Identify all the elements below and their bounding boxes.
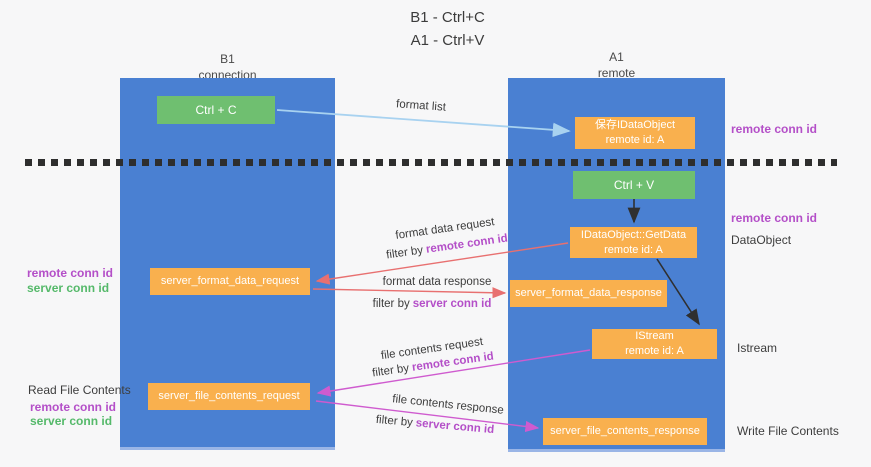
lane-right-header: A1 remote <box>508 49 725 81</box>
node-save-idataobject: 保存IDataObject remote id: A <box>575 117 695 149</box>
node-ctrl-v: Ctrl + V <box>573 171 695 199</box>
node-server-file-contents-response: server_file_contents_response <box>543 418 707 445</box>
node-idataobject-getdata-line2: remote id: A <box>604 243 663 256</box>
node-save-idataobject-line2: remote id: A <box>605 134 665 146</box>
annotation-server-conn-id-mid-left: server conn id <box>27 281 110 295</box>
annotation-dataobject: DataObject <box>731 233 792 247</box>
title-line-2: A1 - Ctrl+V <box>410 31 485 49</box>
title-line-1: B1 - Ctrl+C <box>410 9 485 26</box>
annotation-istream: Istream <box>737 341 778 355</box>
label-format-list: format list <box>395 98 447 114</box>
node-ctrl-v-label: Ctrl + V <box>613 178 655 192</box>
label-format-data-response: format data response <box>382 276 492 288</box>
annotation-read-file-contents: Read File Contents <box>28 383 131 397</box>
annotation-remote-conn-id-mid-left: remote conn id <box>27 266 114 280</box>
annotation-remote-conn-id-mid-right: remote conn id <box>731 211 818 225</box>
node-istream-line1: IStream <box>635 330 674 343</box>
node-server-file-contents-request-label: server_file_contents_request <box>158 390 300 403</box>
node-server-format-data-response-label: server_format_data_response <box>515 287 662 300</box>
label-file-contents-response: file contents response <box>391 393 505 417</box>
server-conn-id-highlight: server conn id <box>412 298 492 310</box>
filter-by-text: filter by <box>385 244 424 262</box>
annotation-write-file-contents: Write File Contents <box>737 424 839 438</box>
arrow-format-data-response <box>312 287 507 299</box>
node-server-format-data-response: server_format_data_response <box>510 280 667 307</box>
separator-dashed-line <box>25 159 837 166</box>
node-ctrl-c: Ctrl + C <box>157 96 275 124</box>
lane-left-header-line1: B1 <box>220 52 235 66</box>
node-istream-line2: remote id: A <box>625 345 684 357</box>
node-istream: IStream remote id: A <box>592 329 717 359</box>
node-idataobject-getdata-line1: IDataObject::GetData <box>580 228 687 241</box>
node-server-format-data-request-label: server_format_data_request <box>160 275 300 288</box>
filter-by-text: filter by <box>375 413 414 430</box>
node-server-file-contents-request: server_file_contents_request <box>148 383 310 410</box>
diagram-title: B1 - Ctrl+C A1 - Ctrl+V <box>330 7 565 52</box>
node-save-idataobject-line1: 保存IDataObject <box>594 119 676 132</box>
node-idataobject-getdata: IDataObject::GetData remote id: A <box>570 227 697 258</box>
annotation-server-conn-id-bottom-left: server conn id <box>30 414 113 428</box>
node-server-file-contents-response-label: server_file_contents_response <box>550 425 700 438</box>
annotation-remote-conn-id-bottom-left: remote conn id <box>30 400 117 414</box>
node-ctrl-c-label: Ctrl + C <box>195 103 237 117</box>
lane-right-header-line1: A1 <box>609 50 624 64</box>
filter-by-text: filter by <box>371 362 410 380</box>
server-conn-id-highlight: server conn id <box>415 417 495 437</box>
annotation-remote-conn-id-top-right: remote conn id <box>731 122 818 136</box>
filter-by-text: filter by <box>372 298 410 310</box>
node-server-format-data-request: server_format_data_request <box>150 268 310 295</box>
lane-right-header-line2: remote <box>597 66 636 81</box>
